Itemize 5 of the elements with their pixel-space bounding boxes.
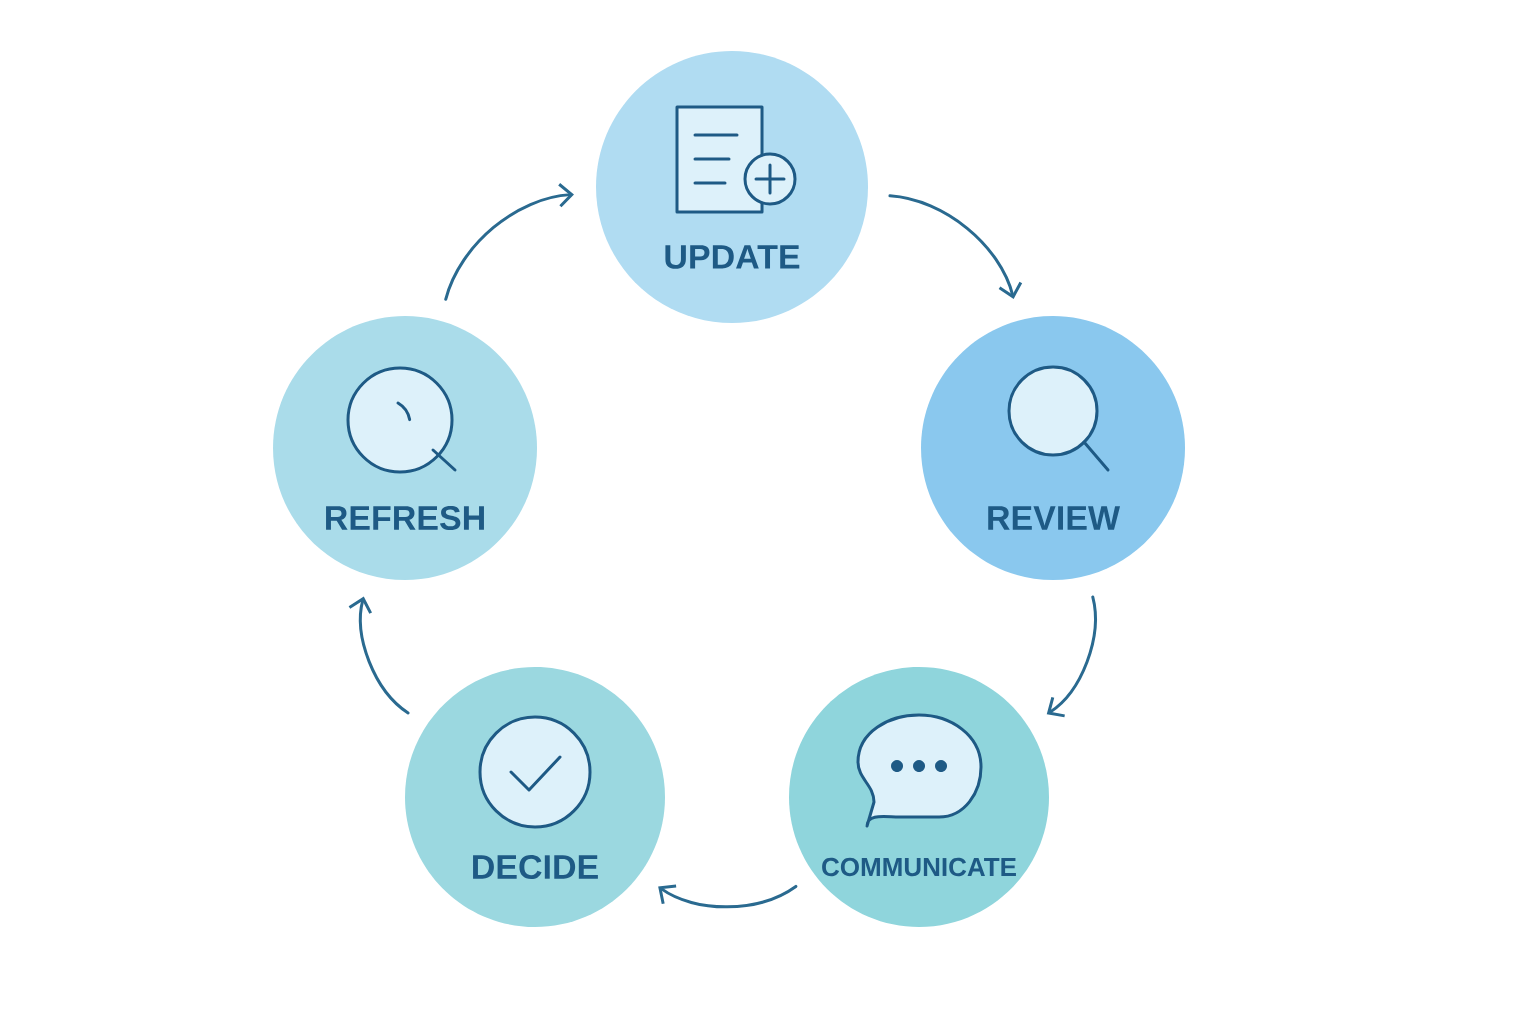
arrow (658, 884, 798, 909)
arrow (1046, 595, 1097, 718)
arrow (348, 596, 410, 715)
arrow (444, 183, 574, 301)
arrow (888, 194, 1023, 299)
